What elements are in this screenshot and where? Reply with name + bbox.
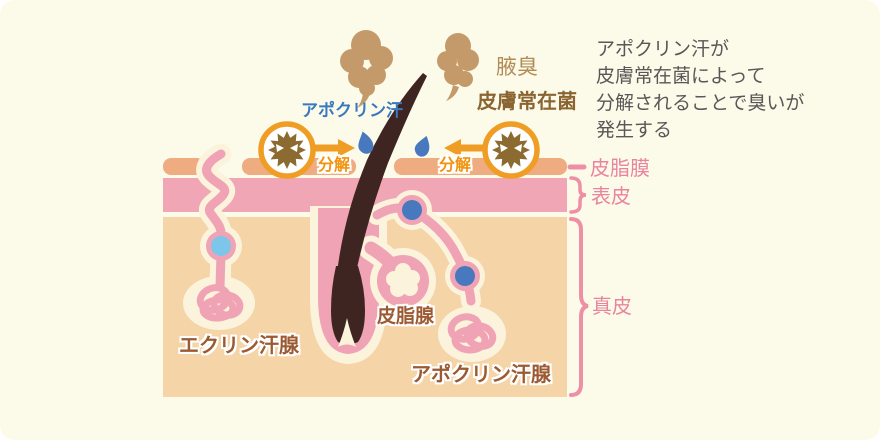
bacteria-icon-right [482,121,540,179]
odor-cloud-icon-left [340,30,393,108]
description-text: アポクリン汗が 皮膚常在菌によって 分解されることで臭いが 発生する [596,38,805,141]
dermis-label: 真皮 [592,294,632,318]
decompose-label-right: 分解 [439,155,472,174]
hair [331,73,427,347]
eccrine-coil [196,284,244,322]
epidermis-brace [569,176,587,214]
arrow-icon-left [314,139,355,157]
body-odor-label: 腋臭 [496,55,538,79]
hair-bulb [331,266,365,345]
dermis-brace [569,217,589,397]
sebum-film-segment [394,158,567,175]
apocrine-sweat-gland [367,190,506,362]
sebum-film-segment [163,158,205,175]
sebaceous-lobules [386,263,420,297]
sweat-drop-icon-right [414,135,430,157]
apocrine-secretion-dot-1 [402,200,422,220]
sebaceous-gland-label: 皮脂腺 [377,305,435,327]
sebaceous-gland-shape [358,235,436,314]
skin-bacteria-label: 皮膚常在菌 [477,89,577,113]
eccrine-sweat-gland [183,143,255,330]
apocrine-sweat-label: アポクリン汗 [301,101,403,121]
eccrine-duct [202,149,230,238]
hair-shaft [337,73,427,273]
eccrine-secretion-dot [211,236,231,256]
epidermis-label: 表皮 [591,184,631,208]
arrow-icon-right [444,139,484,157]
hair-bulb-notch [338,318,356,347]
apocrine-coil [447,313,497,354]
sweat-drop-icon-left [358,131,374,154]
bacteria-icon-left [258,121,316,179]
apocrine-gland-label: アポクリン汗腺 [411,362,551,386]
eccrine-gland-label: エクリン汗腺 [179,333,299,357]
sebum-film-label: 皮脂膜 [590,156,650,180]
decompose-label-left: 分解 [318,155,351,174]
apocrine-secretion-dot-2 [455,266,475,286]
odor-cloud-icon-right [437,33,479,101]
